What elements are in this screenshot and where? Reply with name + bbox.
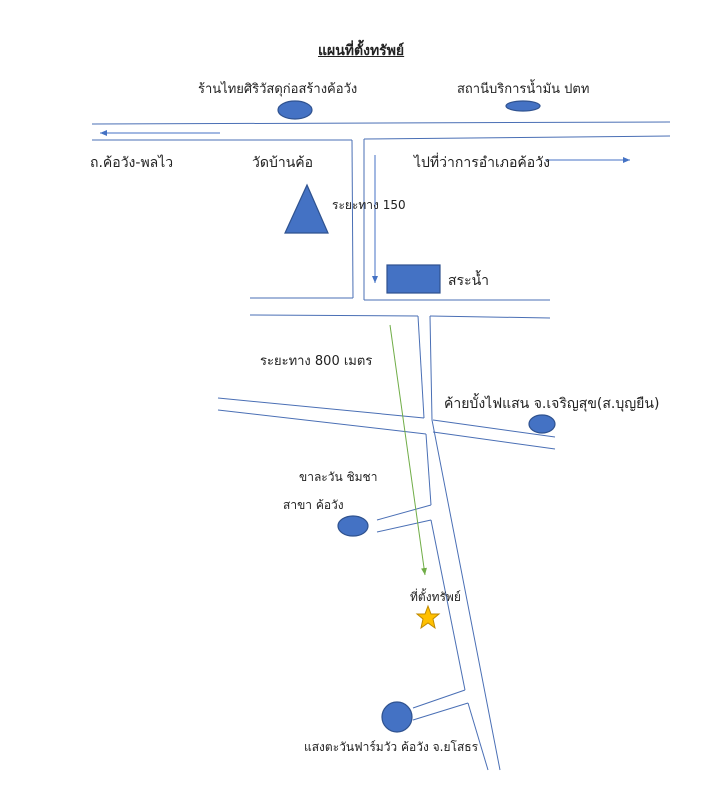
route-arrow-icon (389, 324, 428, 576)
road-top-lower-right (363, 135, 671, 140)
label-distance-150: ระยะทาง 150 (332, 198, 406, 212)
road-side1-bottom (376, 519, 432, 533)
road-cross2-bottom-right (432, 431, 556, 450)
label-to-district-office: ไปที่ว่าการอำเภอค้อวัง (414, 155, 550, 171)
label-hardware-store: ร้านไทยศิริวัสดุก่อสร้างค้อวัง (198, 82, 358, 97)
road-top-edge (91, 121, 671, 125)
label-chalawan-line2: สาขา ค้อวัง (283, 498, 344, 512)
label-chalawan-line1: ขาละวัน ชิมชา (299, 470, 378, 484)
property-star-icon (415, 604, 441, 630)
map-title: แผนที่ตั้งทรัพย์ (318, 43, 405, 59)
label-pond: สระน้ำ (448, 273, 490, 289)
label-bamboo-fireworks: ค้ายบั้งไฟแสน จ.เจริญสุข(ส.บุญยืน) (444, 396, 660, 412)
road-main-left-d (467, 702, 489, 771)
label-gas-station: สถานีบริการน้ำมัน ปตท (457, 82, 590, 97)
label-distance-800: ระยะทาง 800 เมตร (260, 354, 373, 369)
road-side2-bottom (412, 702, 469, 721)
label-property-location: ที่ตั้งทรัพย์ (410, 590, 461, 604)
road-side2-top (412, 689, 466, 709)
fireworks-marker-icon (528, 414, 556, 434)
road-main-left-b (425, 433, 432, 506)
pond-rect-icon (386, 264, 441, 294)
temple-triangle-icon (284, 183, 329, 234)
chalawan-marker-icon (337, 515, 369, 537)
road-main-left-a (417, 315, 425, 419)
gas-station-marker-icon (505, 100, 541, 112)
roads (91, 121, 671, 771)
hardware-store-marker-icon (277, 100, 313, 120)
road-main-right (429, 315, 501, 771)
road-mid-left (351, 139, 354, 299)
road-side1-top (376, 504, 432, 521)
label-road-left: ถ.ค้อวัง-พลไว (90, 155, 174, 171)
road-main-left-c (430, 519, 466, 691)
road-cross1-bottom-left (249, 314, 419, 317)
road-cross2-top-left (217, 397, 425, 419)
cattle-farm-marker-icon (381, 701, 413, 733)
road-cross1-bottom-right (429, 315, 551, 319)
label-temple: วัดบ้านค้อ (252, 155, 314, 171)
road-cross2-bottom-left (217, 409, 427, 435)
label-cattle-farm: แสงตะวันฟาร์มวัว ค้อวัง จ.ยโสธร (304, 740, 479, 754)
road-cross2-top-right (432, 419, 556, 438)
